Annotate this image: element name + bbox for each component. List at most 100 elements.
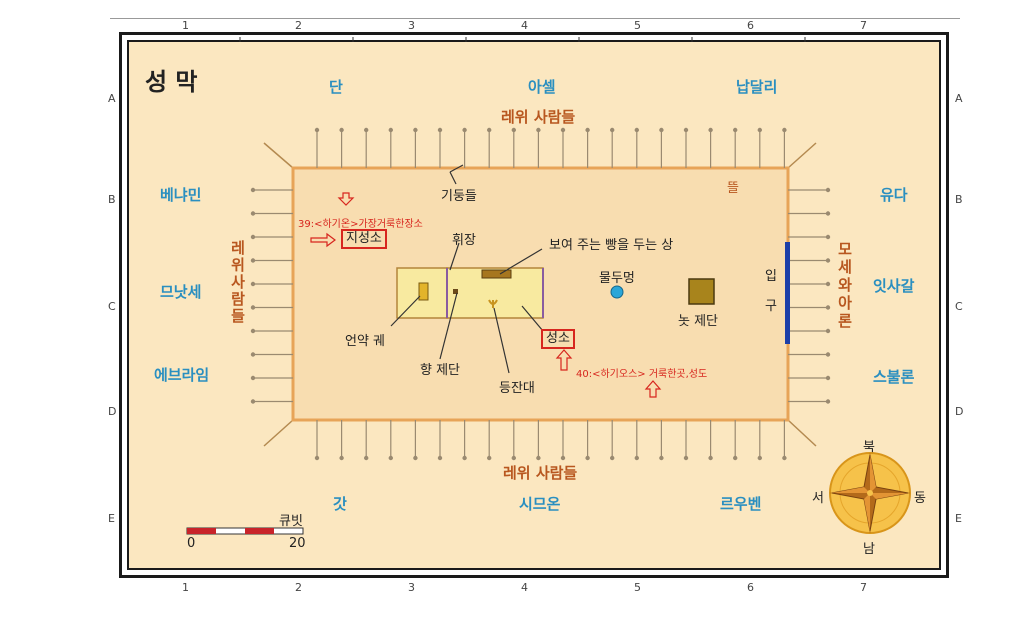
grid-row-left-a: A [108, 92, 116, 105]
court-pillar-post [388, 455, 393, 461]
top-rule [110, 18, 960, 19]
court-pillar-post [560, 455, 566, 461]
grid-row-right-d: D [955, 405, 964, 418]
court-pillar-post [314, 455, 320, 461]
scale-bar [186, 527, 304, 535]
levites-west-char: 사 [231, 273, 245, 291]
court-pillar-post [560, 127, 566, 133]
court-pillar-post [487, 455, 492, 461]
moses-and-aaron: 모 세 와 아 론 [836, 240, 854, 330]
compass-west: 서 [812, 491, 824, 506]
scale-unit: 큐빗 [279, 514, 303, 529]
tribe-reuben: 르우벤 [720, 495, 762, 513]
court-pillar-post [536, 455, 541, 461]
incense-altar [453, 289, 458, 294]
label-showbread-table: 보여 주는 빵을 두는 상 [549, 238, 674, 253]
label-ark: 언약 궤 [345, 334, 386, 349]
court-pillar-post [250, 399, 256, 404]
court-pillar-post [733, 455, 738, 461]
label-court-screen: 뜰 [727, 181, 739, 196]
grid-row-left-d: D [108, 405, 117, 418]
scale-min: 0 [187, 536, 196, 551]
grid-row-left-c: C [108, 300, 116, 313]
court-pillar-post [825, 234, 831, 240]
court-pillar-post [708, 455, 713, 461]
court-entrance [785, 242, 790, 344]
grid-col-top-1: 1 [182, 19, 189, 32]
court-pillar-post [825, 305, 831, 310]
tribe-benjamin: 베냐민 [160, 186, 202, 204]
moses-aaron-char: 아 [838, 294, 852, 312]
grid-col-top-5: 5 [634, 19, 641, 32]
grid-col-top-3: 3 [408, 19, 415, 32]
court-pillar-post [825, 375, 831, 381]
court-pillar-post [250, 281, 256, 287]
levites-west-char: 들 [231, 307, 245, 325]
tribe-manasseh: 므낫세 [160, 283, 202, 301]
laver [610, 285, 624, 299]
levites-west-char: 레 [231, 239, 245, 257]
court-pillar-post [782, 455, 787, 461]
court-pillar-post [536, 127, 541, 133]
entrance-char: 구 [765, 299, 777, 314]
grid-row-right-e: E [955, 512, 962, 525]
court-pillar-post [388, 127, 393, 133]
court-pillar-post [462, 127, 467, 133]
grid-col-top-2: 2 [295, 19, 302, 32]
label-entrance: 입 구 [765, 262, 777, 322]
tribe-judah: 유다 [880, 186, 908, 204]
grid-row-right-c: C [955, 300, 963, 313]
annotation-holy-place: 40:<하기오스> 거룩한곳,성도 [576, 369, 708, 380]
court-pillar-post [585, 455, 590, 461]
bronze-altar [688, 278, 715, 305]
court-pillar-post [339, 455, 344, 461]
label-pillars: 기둥들 [441, 189, 477, 204]
court-pillar-post [825, 187, 831, 193]
court-pillar-post [250, 258, 256, 263]
court-pillar-post [708, 127, 713, 133]
lampstand [488, 299, 498, 308]
tribe-dan: 단 [329, 78, 343, 96]
levites-west-char: 위 [231, 256, 245, 274]
tribe-simeon: 시므온 [519, 495, 561, 513]
label-laver: 물두멍 [599, 271, 635, 286]
levites-west: 레 위 사 람 들 [229, 240, 247, 325]
showbread-table [481, 269, 512, 279]
court-pillar-post [634, 455, 640, 461]
court-pillar-post [250, 328, 256, 334]
tribe-issachar: 잇사갈 [873, 277, 915, 295]
tribe-gad: 갓 [333, 495, 347, 513]
grid-col-bottom-2: 2 [295, 581, 302, 594]
court-pillar-post [487, 127, 492, 133]
court-pillar-post [250, 187, 256, 193]
court-pillar-post [511, 455, 517, 461]
court-pillar-post [634, 127, 640, 133]
court-pillar-post [250, 234, 256, 240]
grid-row-left-e: E [108, 512, 115, 525]
court-pillar-post [683, 127, 689, 133]
label-bronze-altar: 놋 제단 [678, 314, 719, 329]
court-pillar-post [413, 127, 418, 133]
tribe-naphtali: 납달리 [736, 78, 778, 96]
label-lampstand: 등잔대 [499, 381, 535, 396]
moses-aaron-char: 모 [838, 240, 852, 258]
grid-col-top-6: 6 [747, 19, 754, 32]
compass-north: 북 [863, 440, 875, 455]
grid-col-bottom-4: 4 [521, 581, 528, 594]
levites-west-char: 람 [231, 290, 245, 308]
grid-row-right-a: A [955, 92, 963, 105]
court-pillar-post [314, 127, 320, 133]
court-pillar-post [757, 127, 763, 133]
court-pillar-post [250, 211, 256, 216]
grid-col-bottom-5: 5 [634, 581, 641, 594]
levites-south: 레위 사람들 [503, 464, 578, 482]
label-curtain: 휘장 [452, 233, 476, 248]
tribe-ephraim: 에브라임 [154, 366, 210, 384]
moses-aaron-char: 와 [838, 276, 852, 294]
grid-col-bottom-6: 6 [747, 581, 754, 594]
grid-col-top-4: 4 [521, 19, 528, 32]
court-pillar-post [413, 455, 418, 461]
ark-of-covenant [418, 282, 429, 301]
grid-row-right-b: B [955, 193, 963, 206]
